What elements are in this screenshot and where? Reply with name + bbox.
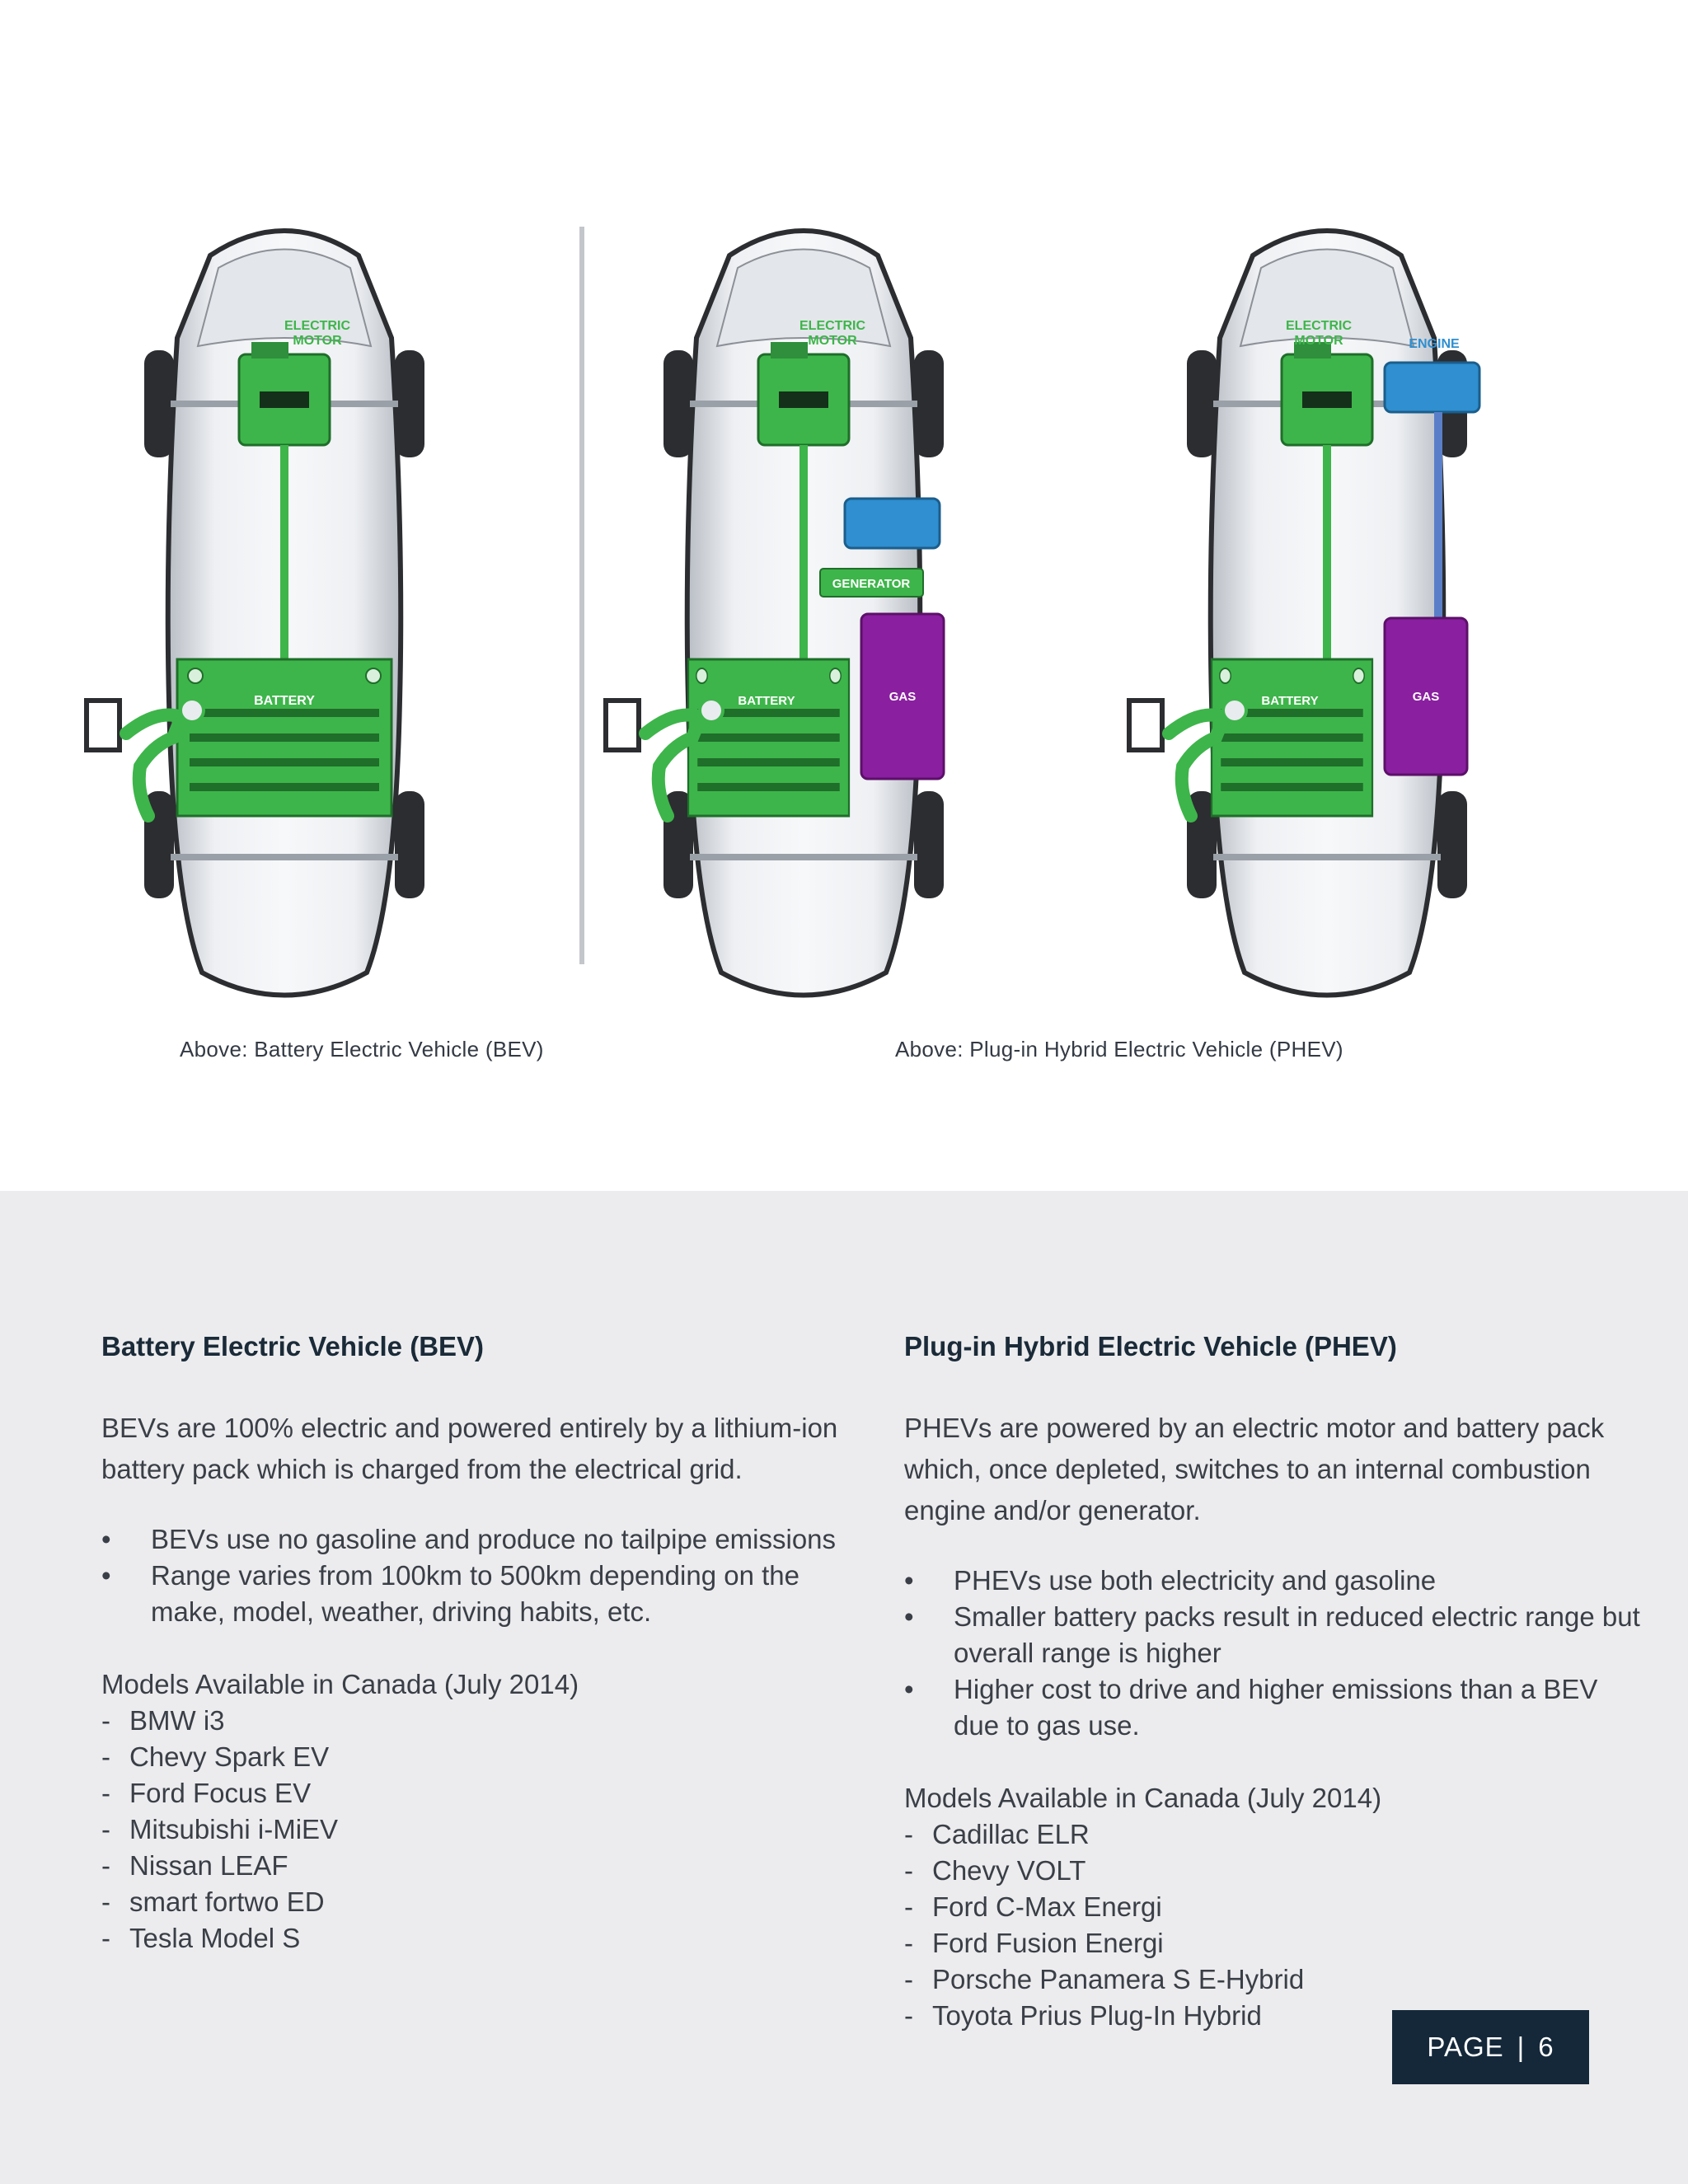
list-item: •Smaller battery packs result in reduced… bbox=[904, 1599, 1646, 1671]
phev-bullet-list: •PHEVs use both electricity and gasoline… bbox=[904, 1563, 1646, 1744]
phev-models-title: Models Available in Canada (July 2014) bbox=[904, 1783, 1382, 1813]
page-separator: | bbox=[1517, 2032, 1526, 2062]
bev-models-title: Models Available in Canada (July 2014) bbox=[101, 1669, 579, 1699]
figure-divider bbox=[579, 227, 584, 964]
list-item: •Higher cost to drive and higher emissio… bbox=[904, 1671, 1646, 1744]
list-item: -Toyota Prius Plug-In Hybrid bbox=[904, 2000, 1262, 2031]
list-item: -Tesla Model S bbox=[101, 1923, 301, 1953]
phev1-motor-label-line2: MOTOR bbox=[808, 334, 857, 348]
bullet-icon: • bbox=[101, 1560, 111, 1591]
bev-car-diagram: ELECTRIC MOTOR BATTERY bbox=[87, 231, 424, 996]
bev-intro: BEVs are 100% electric and powered entir… bbox=[101, 1413, 838, 1484]
phev2-motor-label-line2: MOTOR bbox=[1294, 334, 1343, 348]
bev-bullet-list: •BEVs use no gasoline and produce no tai… bbox=[101, 1521, 843, 1630]
bev-motor-label-line2: MOTOR bbox=[293, 334, 342, 348]
phev-generator-car-diagram: ELECTRIC MOTOR GENERATOR BATTERY GAS bbox=[606, 231, 944, 996]
list-item: -Porsche Panamera S E-Hybrid bbox=[904, 1964, 1305, 1994]
page-number-badge: PAGE | 6 bbox=[1392, 2010, 1589, 2084]
phev-intro: PHEVs are powered by an electric motor a… bbox=[904, 1413, 1605, 1526]
list-item: -Chevy Spark EV bbox=[101, 1741, 330, 1772]
vehicle-diagram: ELECTRIC MOTOR BATTERY ELECTRIC MOTOR GE… bbox=[78, 227, 1481, 1005]
bev-motor-label-line1: ELECTRIC bbox=[284, 319, 350, 333]
phev-column: Plug-in Hybrid Electric Vehicle (PHEV) P… bbox=[904, 1331, 1646, 2034]
list-item: -Mitsubishi i-MiEV bbox=[101, 1814, 339, 1844]
list-item: -Nissan LEAF bbox=[101, 1850, 288, 1881]
page-label: PAGE bbox=[1427, 2032, 1504, 2062]
phev1-gas-label: GAS bbox=[889, 690, 917, 704]
phev2-motor-label-line1: ELECTRIC bbox=[1286, 319, 1352, 333]
phev-caption: Above: Plug-in Hybrid Electric Vehicle (… bbox=[895, 1037, 1343, 1062]
list-item: •BEVs use no gasoline and produce no tai… bbox=[101, 1521, 843, 1558]
list-item: -Ford Focus EV bbox=[101, 1778, 312, 1808]
phev1-battery-label: BATTERY bbox=[738, 694, 795, 708]
bullet-icon: • bbox=[904, 1601, 914, 1632]
phev2-battery-label: BATTERY bbox=[1261, 694, 1318, 708]
bullet-icon: • bbox=[904, 1674, 914, 1704]
phev-heading: Plug-in Hybrid Electric Vehicle (PHEV) bbox=[904, 1331, 1397, 1361]
bev-battery-label: BATTERY bbox=[254, 694, 315, 708]
list-item: •PHEVs use both electricity and gasoline bbox=[904, 1563, 1646, 1599]
bev-column: Battery Electric Vehicle (BEV) BEVs are … bbox=[101, 1331, 843, 1957]
list-item: -Ford Fusion Energi bbox=[904, 1928, 1164, 1958]
list-item: -BMW i3 bbox=[101, 1705, 225, 1736]
bev-caption: Above: Battery Electric Vehicle (BEV) bbox=[180, 1037, 544, 1062]
list-item: •Range varies from 100km to 500km depend… bbox=[101, 1558, 843, 1630]
bullet-icon: • bbox=[904, 1565, 914, 1596]
bev-heading: Battery Electric Vehicle (BEV) bbox=[101, 1331, 485, 1361]
list-item: -smart fortwo ED bbox=[101, 1886, 325, 1917]
phev2-engine-label: ENGINE bbox=[1409, 337, 1460, 351]
bullet-icon: • bbox=[101, 1524, 111, 1554]
phev-engine-car-diagram: ELECTRIC MOTOR ENGINE BATTERY GAS bbox=[1129, 231, 1481, 996]
page-number: 6 bbox=[1538, 2032, 1554, 2062]
list-item: -Chevy VOLT bbox=[904, 1855, 1086, 1886]
phev1-generator-label: GENERATOR bbox=[832, 577, 911, 591]
vehicle-diagram-figure: ELECTRIC MOTOR BATTERY ELECTRIC MOTOR GE… bbox=[78, 227, 1481, 1062]
phev1-motor-label-line1: ELECTRIC bbox=[799, 319, 865, 333]
phev2-gas-label: GAS bbox=[1413, 690, 1440, 704]
list-item: -Cadillac ELR bbox=[904, 1819, 1090, 1849]
list-item: -Ford C-Max Energi bbox=[904, 1891, 1162, 1922]
